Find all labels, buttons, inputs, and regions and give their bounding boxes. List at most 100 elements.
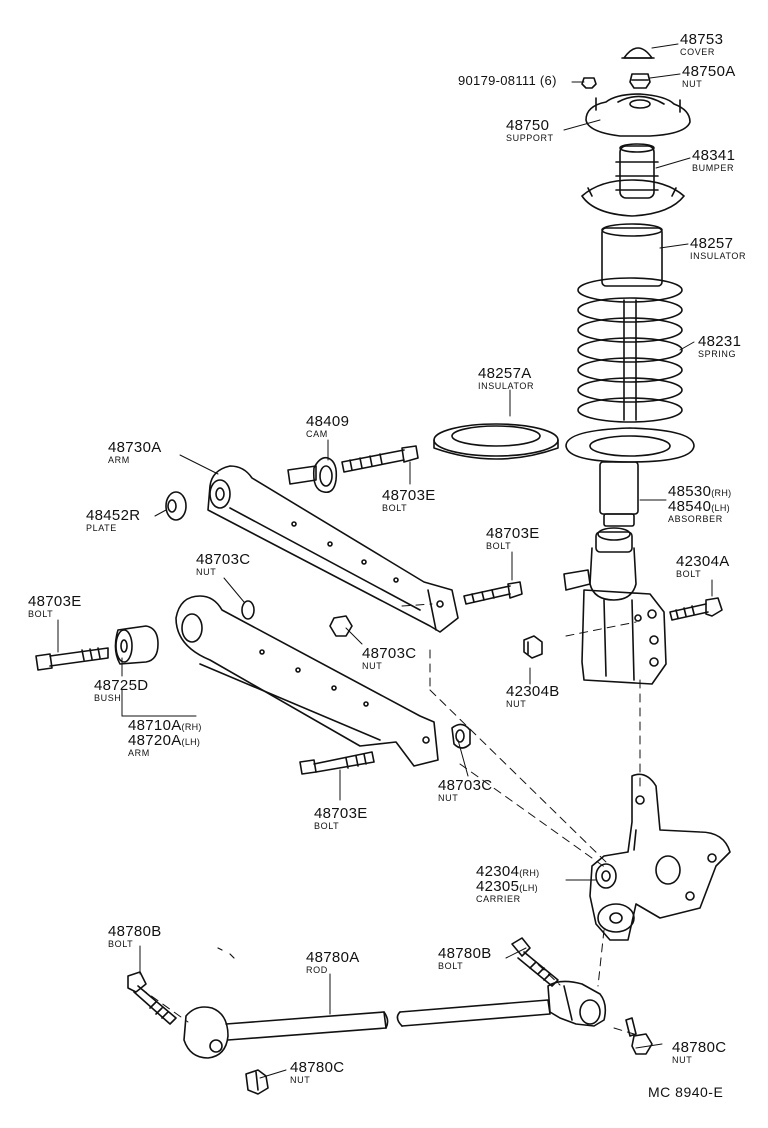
bumper-48341 (615, 143, 659, 199)
label-48750: 48750 SUPPORT (506, 118, 554, 143)
label-48409: 48409 CAM (306, 414, 349, 439)
part-name: INSULATOR (690, 251, 747, 261)
nut-48780c-right (625, 1017, 653, 1055)
support-48750 (585, 93, 691, 137)
bolt-48780b-left (127, 971, 177, 1025)
bolt-48703e-left (35, 647, 109, 671)
part-number-2: 48720A(LH) (128, 733, 202, 748)
insulator-48257 (601, 223, 663, 287)
side-lh: (LH) (711, 503, 730, 513)
part-name: PLATE (86, 523, 117, 533)
part-name: CARRIER (476, 894, 521, 904)
part-number: 48703E (314, 805, 368, 822)
part-number: 48409 (306, 413, 350, 430)
part-number: 48530(RH) (668, 484, 731, 499)
label-48530: 48530(RH) 48540(LH) ABSORBER (668, 484, 731, 524)
part-number: 48780C (290, 1059, 345, 1076)
side-rh: (RH) (711, 488, 732, 498)
part-number: 48750A (682, 63, 736, 80)
part-number: 48703C (362, 645, 417, 662)
part-number: 42304(RH) (476, 864, 539, 879)
plate-48452r (165, 491, 187, 521)
part-number: 42304A (676, 553, 730, 570)
part-name: NUT (290, 1075, 311, 1085)
label-48750a: 48750A NUT (682, 64, 736, 89)
cam-48409 (287, 456, 338, 494)
label-42304: 42304(RH) 42305(LH) CARRIER (476, 864, 539, 904)
label-48703c-upper: 48703C NUT (196, 552, 250, 577)
part-name: BOLT (438, 961, 464, 971)
part-number: 42304B (506, 683, 560, 700)
part-number: 48341 (692, 147, 736, 164)
part-number: 48730A (108, 439, 162, 456)
part-number: 48725D (94, 677, 149, 694)
part-number: 48780B (438, 945, 492, 962)
part-number-lh: 48720A (128, 732, 182, 749)
label-48703c-lower: 48703C NUT (438, 778, 492, 803)
label-48780c-bottom: 48780C NUT (290, 1060, 344, 1085)
label-48703e-left: 48703E BOLT (28, 594, 82, 619)
bolt-48703e-lower (299, 751, 375, 775)
part-name: NUT (196, 567, 217, 577)
cover-48753 (621, 47, 655, 59)
label-48703e-upper: 48703E BOLT (382, 488, 436, 513)
label-48703e-mid: 48703E BOLT (486, 526, 540, 551)
part-number: 48452R (86, 507, 141, 524)
part-number: 48780C (672, 1039, 727, 1056)
arm-48730a (207, 465, 459, 633)
label-48780a: 48780A ROD (306, 950, 360, 975)
dashed-guide-lines (139, 603, 641, 1035)
part-name: NUT (682, 79, 703, 89)
label-48231: 48231 SPRING (698, 334, 741, 359)
part-name: NUT (438, 793, 459, 803)
part-number-2: 42305(LH) (476, 879, 539, 894)
part-name: CAM (306, 429, 328, 439)
upper-spring-seat (581, 179, 685, 217)
part-name: ABSORBER (668, 514, 723, 524)
bolt-48703e-mid (463, 581, 523, 605)
nut-90179 (581, 77, 597, 89)
part-name: BUMPER (692, 163, 735, 173)
nut-48703c-mid (329, 615, 353, 637)
label-48452r: 48452R PLATE (86, 508, 140, 533)
label-48725d: 48725D BUSH (94, 678, 148, 703)
label-48780b-right: 48780B BOLT (438, 946, 492, 971)
part-number-lh: 42305 (476, 878, 520, 895)
bolt-48780b-right (511, 937, 559, 987)
part-name: BOLT (314, 821, 340, 831)
part-number-lh: 48540 (668, 498, 712, 515)
stray-mark (217, 947, 235, 959)
part-number-rh: 48530 (668, 483, 712, 500)
absorber-48530 (563, 461, 667, 685)
part-name: NUT (362, 661, 383, 671)
part-number: 48231 (698, 333, 742, 350)
part-number-rh: 48710A (128, 717, 182, 734)
carrier-42304 (589, 773, 731, 941)
part-number-rh: 42304 (476, 863, 520, 880)
part-name: NUT (672, 1055, 693, 1065)
part-name: BOLT (28, 609, 54, 619)
nut-48780c-bottom (245, 1069, 269, 1095)
nut-48703c-upper (241, 600, 255, 620)
part-name: ARM (108, 455, 130, 465)
spring-48231 (577, 277, 683, 423)
part-name: ARM (128, 748, 150, 758)
label-48780b-left: 48780B BOLT (108, 924, 162, 949)
label-48730a: 48730A ARM (108, 440, 162, 465)
part-number: 48710A(RH) (128, 718, 202, 733)
part-name: COVER (680, 47, 716, 57)
nut-48703c-lower (451, 723, 471, 749)
part-name: BOLT (382, 503, 408, 513)
side-rh: (RH) (181, 722, 202, 732)
arm-48710a (175, 595, 439, 767)
label-48703c-mid: 48703C NUT (362, 646, 416, 671)
label-48341: 48341 BUMPER (692, 148, 735, 173)
leader-lines (57, 43, 713, 1079)
part-number: 48703C (196, 551, 251, 568)
lower-spring-seat (565, 427, 695, 463)
bolt-42304a (669, 597, 723, 621)
part-number: 90179-08111 (6) (458, 73, 557, 88)
part-name: BOLT (108, 939, 134, 949)
